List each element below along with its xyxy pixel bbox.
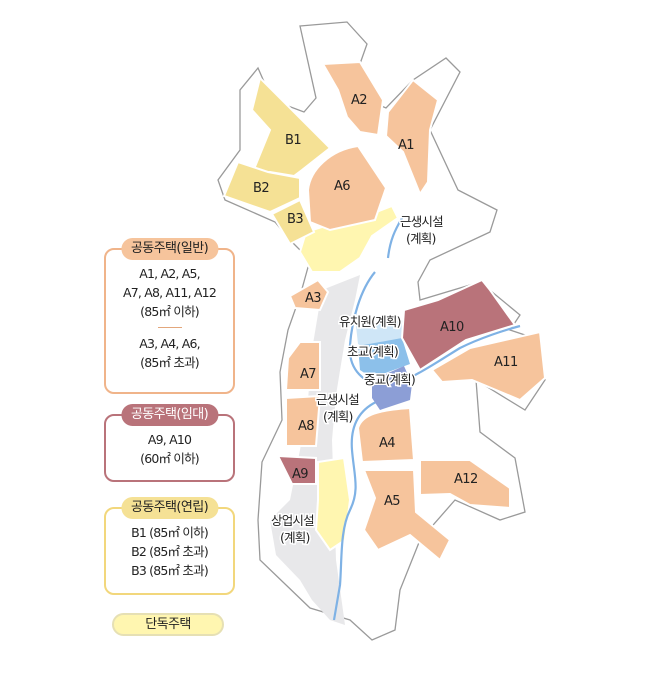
svg-text:B2: B2 (253, 181, 269, 196)
legend-divider (157, 327, 182, 328)
block-A11 (430, 330, 547, 402)
row-housing-blocks[interactable] (222, 76, 332, 246)
svg-text:중교(계획): 중교(계획) (364, 372, 415, 387)
facility-labels: 근생시설 (계획) 유치원(계획) 초교(계획) 중교(계획) 근생시설 (계획… (270, 213, 446, 547)
legend-text: A7, A8, A11, A12 (123, 285, 217, 300)
block-A8 (285, 394, 322, 447)
legend-text: (85㎡ 초과) (140, 355, 200, 370)
legend-text: B3 (85㎡ 초과) (131, 563, 209, 578)
legend-rental-housing-title: 공동주택(임대) (120, 404, 219, 426)
block-A1 (384, 78, 440, 197)
block-A5 (362, 469, 452, 562)
svg-text:A9: A9 (292, 467, 308, 482)
svg-text:A8: A8 (298, 419, 314, 434)
svg-text:A7: A7 (300, 367, 316, 382)
legend-text: B2 (85㎡ 초과) (131, 544, 209, 559)
block-A7 (284, 341, 321, 391)
legend-text: B1 (85㎡ 이하) (131, 525, 209, 540)
elementary-school-zone (358, 338, 410, 378)
svg-text:A5: A5 (384, 494, 400, 509)
svg-text:A11: A11 (494, 355, 518, 370)
block-A6 (306, 144, 388, 232)
svg-text:상업시설: 상업시설 (271, 513, 314, 528)
legend-general-housing-title: 공동주택(일반) (120, 238, 219, 260)
svg-text:A2: A2 (351, 93, 367, 108)
svg-text:초교(계획): 초교(계획) (347, 344, 398, 359)
svg-text:A6: A6 (334, 179, 350, 194)
legend-text: A9, A10 (147, 432, 192, 447)
general-housing-blocks[interactable] (284, 60, 547, 562)
legend-row-housing-title: 공동주택(연립) (120, 497, 219, 519)
block-B2 (222, 160, 301, 214)
block-A2 (321, 60, 385, 137)
svg-text:(계획): (계획) (280, 530, 310, 545)
svg-text:B3: B3 (287, 212, 303, 227)
block-B3 (270, 198, 316, 246)
block-A12 (419, 459, 511, 510)
legend-detached-housing: 단독주택 (112, 613, 224, 636)
svg-text:B1: B1 (285, 133, 301, 148)
legend-text: A1, A2, A5, (139, 266, 200, 281)
block-A10 (400, 278, 517, 372)
svg-text:A12: A12 (454, 472, 478, 487)
legend-row-housing: 공동주택(연립) B1 (85㎡ 이하) B2 (85㎡ 초과) B3 (85㎡… (104, 497, 235, 595)
svg-text:근생시설: 근생시설 (400, 214, 443, 229)
road-network (270, 275, 360, 625)
block-A3 (288, 278, 330, 312)
svg-text:A4: A4 (379, 436, 395, 451)
svg-text:A1: A1 (398, 138, 414, 153)
school-zones (356, 320, 412, 410)
legend-text: A3, A4, A6, (139, 336, 200, 351)
svg-text:(계획): (계획) (323, 409, 353, 424)
middle-school-zone (372, 366, 412, 410)
svg-text:유치원(계획): 유치원(계획) (339, 314, 401, 329)
rental-housing-blocks[interactable] (276, 278, 517, 485)
block-A4 (356, 406, 416, 464)
block-A9 (276, 454, 317, 485)
legend-text: (60㎡ 이하) (140, 451, 200, 466)
legend-rental-housing: 공동주택(임대) A9, A10 (60㎡ 이하) (104, 404, 235, 482)
legend-text: (85㎡ 이하) (140, 304, 200, 319)
svg-text:A10: A10 (440, 320, 464, 335)
legend-detached-housing-title: 단독주택 (145, 617, 191, 632)
svg-text:근생시설: 근생시설 (316, 392, 359, 407)
legend-general-housing: 공동주택(일반) A1, A2, A5, A7, A8, A11, A12 (8… (104, 238, 235, 394)
svg-text:(계획): (계획) (406, 231, 436, 246)
block-labels: A2 A1 B1 B2 B3 A6 A3 A10 A11 A7 A8 A4 A9… (253, 93, 519, 509)
svg-text:A3: A3 (305, 291, 321, 306)
